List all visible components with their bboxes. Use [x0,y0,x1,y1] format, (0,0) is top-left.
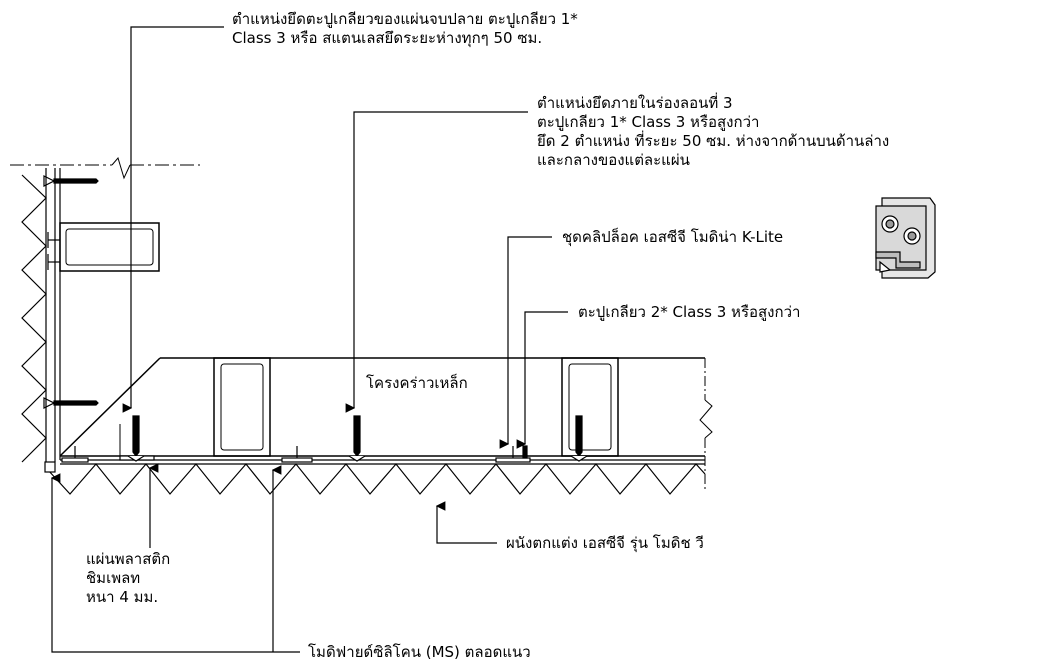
end-fastener-line-1: ตำแหน่งยึดตะปูเกลียวของแผ่นจบปลาย ตะปูเก… [232,10,578,28]
end-fastener-label: ตำแหน่งยึดตะปูเกลียวของแผ่นจบปลาย ตะปูเก… [232,10,578,48]
clip-plates [44,446,531,473]
groove-fastener-label: ตำแหน่งยึดภายในร่องลอนที่ 3 ตะปูเกลียว 1… [537,94,889,170]
leader-lines [50,26,568,653]
top-break-line [10,156,200,180]
bottom-wall-panel [47,459,706,495]
plastic-shim-line-1: แผ่นพลาสติก [86,550,171,568]
plastic-shim-line-3: หนา 4 มม. [86,588,159,606]
steel-frame-label: โครงคร่าวเหล็ก [366,374,468,392]
left-wall-panel [21,168,61,463]
clip-lock-illustration [875,197,936,279]
vertical-screws [127,415,588,462]
plastic-shim-label: แผ่นพลาสติก ชิมเพลท หนา 4 มม. [86,550,170,607]
plastic-shim-line-2: ชิมเพลท [86,569,141,587]
wall-panel-label: ผนังตกแต่ง เอสซีจี รุ่น โมดิช วี [506,534,704,552]
left-steel-frame [59,222,160,272]
screw-2-label: ตะปูเกลียว 2* Class 3 หรือสูงกว่า [578,303,801,321]
groove-fastener-line-4: และกลางของแต่ละแผ่น [537,151,690,169]
groove-fastener-line-3: ยึด 2 ตำแหน่ง ที่ระยะ 50 ซม. ห่างจากด้าน… [537,132,890,150]
end-fastener-line-2: Class 3 หรือ สแตนเลสยึดระยะห่างทุกๆ 50 ซ… [232,29,543,47]
groove-fastener-line-2: ตะปูเกลียว 1* Class 3 หรือสูงกว่า [537,113,760,131]
vertical-steel-frames [213,357,619,457]
sealant-label: โมดิฟายด์ซิลิโคน (MS) ตลอดแนว [308,643,531,661]
groove-fastener-line-1: ตำแหน่งยึดภายในร่องลอนที่ 3 [537,94,733,112]
left-side-screws [43,175,99,409]
clip-set-label: ชุดคลิปล็อค เอสซีจี โมดิน่า K-Lite [562,228,784,246]
